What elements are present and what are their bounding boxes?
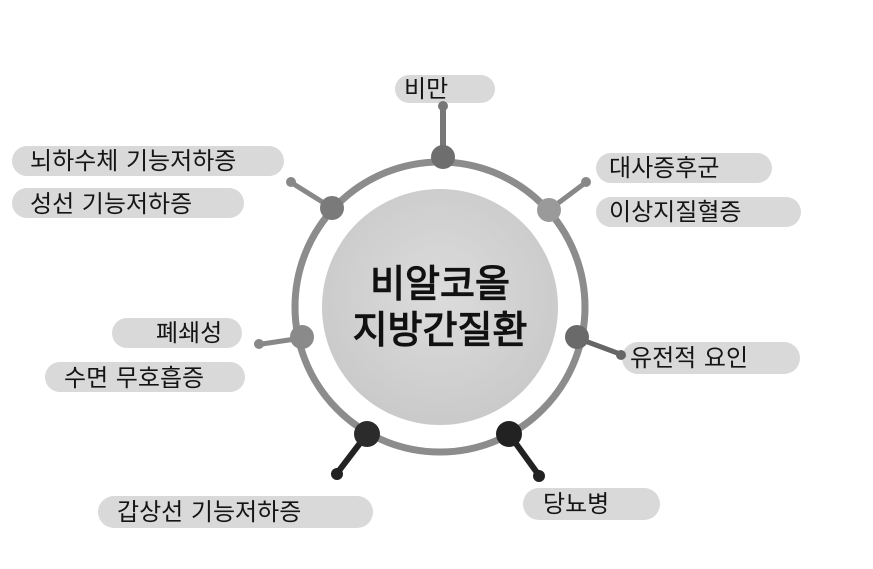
factor-left-2: 수면 무호흡증: [64, 364, 204, 392]
label-bg-bottom-left: [98, 496, 373, 528]
end-dot-left: [254, 339, 264, 349]
label-bg-left-1: [112, 318, 242, 348]
node-left: [290, 325, 314, 349]
node-bottom-left: [354, 421, 380, 447]
label-bg-upper-right-2: [596, 197, 801, 227]
label-bg-bottom-right: [523, 488, 660, 520]
label-bg-right: [622, 342, 800, 374]
factor-left-1: 폐쇄성: [156, 319, 222, 347]
center-circle: [322, 189, 558, 425]
label-bg-upper-left-2: [12, 188, 244, 218]
label-bg-upper-right-1: [596, 153, 772, 183]
node-upper-right: [537, 198, 561, 222]
node-right: [565, 325, 589, 349]
end-dot-bottom-left: [331, 468, 343, 480]
center-title-line1: 비알코올: [370, 262, 510, 306]
end-dot-bottom-right: [533, 470, 545, 482]
factor-right: 유전적 요인: [630, 344, 748, 372]
end-dot-right: [616, 350, 626, 360]
factor-upper-left-2: 성선 기능저하증: [30, 190, 192, 218]
end-dot-upper-right: [581, 177, 591, 187]
end-dot-top: [438, 101, 448, 111]
label-bg-top: [395, 75, 495, 103]
factor-upper-left-1: 뇌하수체 기능저하증: [30, 147, 236, 175]
label-bg-left-2: [45, 362, 245, 392]
factor-bottom-right: 당뇨병: [543, 490, 609, 518]
node-top: [431, 145, 455, 169]
factor-upper-right-2: 이상지질혈증: [609, 198, 741, 226]
node-bottom-right: [496, 421, 522, 447]
label-bg-upper-left-1: [12, 146, 284, 176]
factor-upper-right-1: 대사증후군: [609, 154, 719, 182]
factor-bottom-left: 갑상선 기능저하증: [117, 498, 301, 526]
node-upper-left: [320, 196, 344, 220]
center-title-line2: 지방간질환: [353, 308, 528, 352]
factor-top: 비만: [404, 75, 448, 103]
end-dot-upper-left: [286, 177, 296, 187]
